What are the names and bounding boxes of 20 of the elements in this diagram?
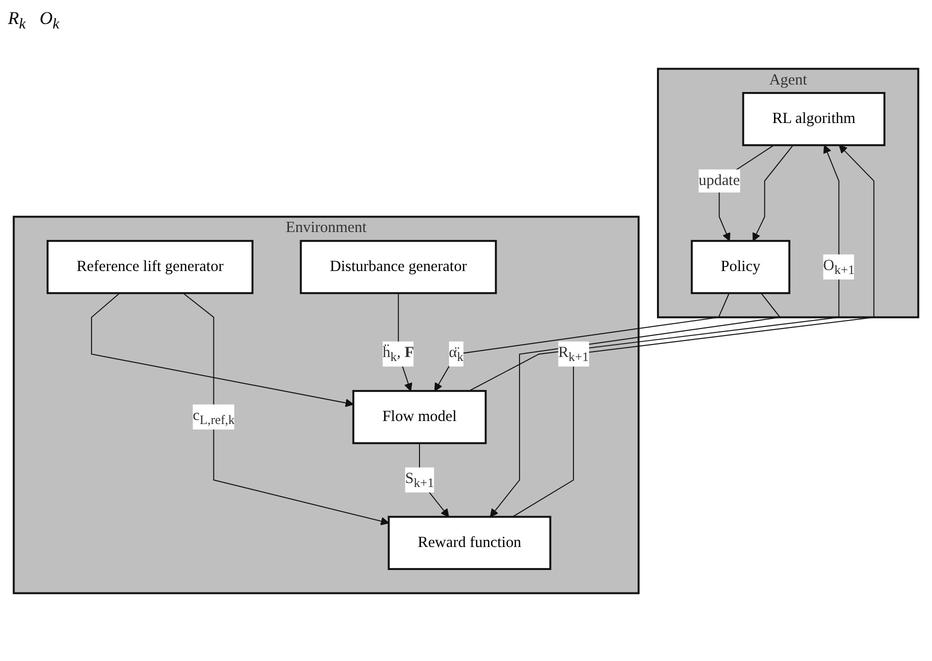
edge-label: update [698, 172, 740, 188]
edge-label: ḧ$_{k}$, F [382, 344, 414, 364]
edge-label: R$_{k+1}$ [558, 344, 589, 364]
signal-label: O$_{k}$ [40, 8, 60, 28]
signal-label: R$_{k}$ [8, 8, 26, 28]
edge-label: α̈$_{k}$ [448, 344, 464, 364]
arrow [490, 292, 781, 517]
arrow [434, 292, 730, 391]
node-box: Reference lift generator [46, 239, 254, 294]
node-box: Policy [690, 239, 790, 294]
node-box: RL algorithm [742, 92, 886, 146]
edge-label: O$_{k+1}$ [823, 256, 855, 276]
arrow [91, 292, 354, 407]
arrow [752, 144, 794, 241]
edge-label: S$_{k+1}$ [405, 470, 434, 490]
edge-label: c$_{L,ref,k}$ [192, 406, 235, 426]
node-box: Disturbance generator [300, 239, 497, 294]
node-box: Reward function [388, 515, 552, 570]
node-box: Flow model [352, 389, 487, 444]
arrow [182, 292, 390, 525]
